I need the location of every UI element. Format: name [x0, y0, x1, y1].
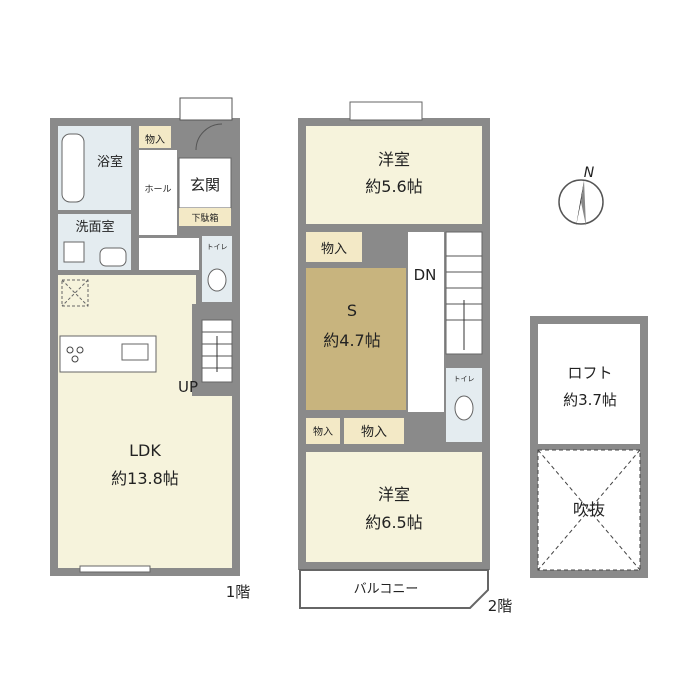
storage-a-label: 物入 — [321, 242, 347, 257]
western-room-top-size: 約5.6帖 — [365, 177, 422, 196]
storage-b — [344, 418, 404, 444]
storage-small — [306, 418, 340, 444]
hall-area — [139, 150, 177, 235]
storage-top-label: 物入 — [145, 133, 165, 146]
kitchen-sink-icon — [121, 343, 149, 361]
bath-label: 浴室 — [97, 154, 123, 170]
loft-area — [538, 324, 640, 444]
entrance-label: 玄関 — [190, 176, 220, 194]
service-room-size: 約4.7帖 — [323, 331, 380, 350]
washroom-label: 洗面室 — [75, 219, 114, 235]
storage-small-label: 物入 — [313, 425, 333, 438]
sink-icon — [99, 247, 127, 267]
entrance-area — [178, 157, 232, 209]
bathtub-icon — [61, 133, 85, 203]
western-room-top-area — [306, 126, 482, 224]
shoe-box — [179, 208, 231, 226]
loft — [530, 316, 648, 578]
dn-label: DN — [414, 266, 437, 284]
corridor-2 — [408, 232, 444, 412]
western-room-bottom-area — [306, 452, 482, 562]
top-windows — [349, 101, 423, 121]
ldk-name-label: LDK — [129, 441, 161, 460]
washer-icon — [63, 241, 85, 263]
service-room-name: S — [347, 301, 357, 320]
western-room-bottom-name: 洋室 — [378, 485, 410, 504]
hall-label: ホール — [144, 184, 171, 195]
hall-lower — [139, 238, 199, 270]
toilet-icon-1 — [207, 268, 227, 292]
storage-a — [306, 232, 362, 262]
toilet-icon-2 — [454, 395, 474, 421]
entrance-porch — [179, 97, 233, 121]
compass-needle-icon — [576, 180, 584, 226]
compass-circle-icon — [558, 179, 604, 225]
loft-size-label: 約3.7帖 — [563, 391, 617, 409]
floor2-label: 2階 — [488, 597, 513, 615]
compass-north-label: N — [584, 165, 595, 181]
storage-top — [139, 126, 171, 148]
fridge-space — [61, 279, 89, 307]
western-room-top-name: 洋室 — [378, 150, 410, 169]
ldk-size-label: 約13.8帖 — [111, 469, 179, 488]
stove-icon — [66, 346, 74, 354]
storage-b-label: 物入 — [361, 425, 387, 440]
up-label: UP — [178, 378, 198, 396]
void-label: 吹抜 — [573, 500, 605, 519]
western-room-bottom-size: 約6.5帖 — [365, 513, 422, 532]
loft-name-label: ロフト — [567, 364, 612, 382]
floor1-label: 1階 — [226, 583, 251, 601]
ldk-window — [79, 565, 151, 573]
service-room-area — [306, 268, 406, 410]
balcony-label: バルコニー — [354, 582, 419, 597]
entrance-door-icon — [195, 123, 223, 151]
shoe-box-label: 下駄箱 — [191, 212, 218, 224]
toilet-label-2: トイレ — [454, 375, 475, 383]
floor-2 — [298, 101, 490, 609]
compass — [558, 179, 604, 226]
balcony-area — [299, 569, 489, 609]
toilet-label-1: トイレ — [207, 243, 228, 251]
floor-1 — [50, 97, 240, 576]
